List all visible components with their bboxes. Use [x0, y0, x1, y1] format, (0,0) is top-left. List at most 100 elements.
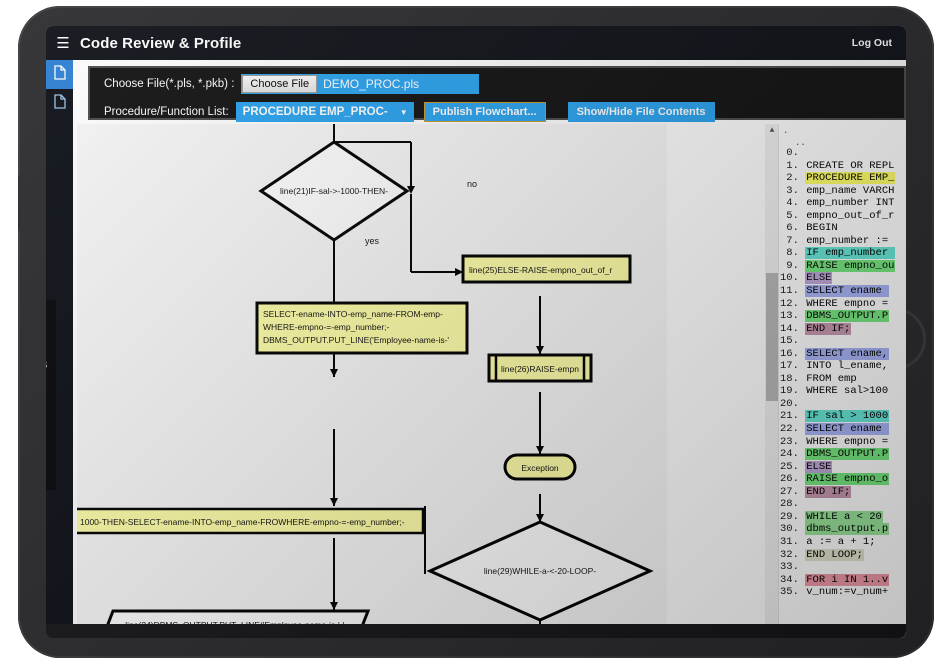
document-icon [53, 64, 66, 85]
code-line[interactable]: 29. WHILE a < 20 [780, 510, 906, 524]
code-line-number: 4. [780, 197, 806, 210]
code-line[interactable]: 30. dbms_output.p [780, 523, 906, 536]
flow-node-decision-while[interactable]: line(29)WHILE-a-<-20-LOOP- [426, 520, 654, 622]
sidebar-edge-artifact: IS [46, 360, 47, 370]
code-line[interactable]: 2. PROCEDURE EMP_ [780, 172, 906, 185]
screen: ☰ Code Review & Profile Log Out [46, 26, 906, 638]
code-line-text [805, 147, 807, 159]
code-line[interactable]: 20. [780, 398, 906, 411]
sidebar-item-document-2[interactable] [46, 89, 73, 118]
code-line[interactable]: 35. v_num:=v_num+ [780, 586, 906, 599]
code-line[interactable]: 12. WHERE empno = [780, 298, 906, 311]
code-line[interactable]: 15. [780, 335, 906, 348]
code-lines[interactable]: 0. 1. CREATE OR REPL 2. PROCEDURE EMP_ 3… [780, 147, 906, 638]
flow-node-predefined-raise[interactable]: line(26)RAISE-empn [487, 353, 593, 383]
code-line[interactable]: 16. SELECT ename, [780, 347, 906, 361]
code-line-number: 32. [780, 548, 806, 561]
flow-node-label-line3: DBMS_OUTPUT.PUT_LINE('Employee-name-is-' [263, 335, 449, 345]
file-input[interactable]: Choose File DEMO_PROC.pls [241, 74, 480, 94]
code-dots-top: . [783, 126, 789, 136]
procedure-select-value: PROCEDURE EMP_PROC- [242, 106, 388, 118]
code-line-text [805, 398, 807, 410]
code-line-number: 8. [780, 247, 806, 260]
flow-node-label: Exception [521, 463, 559, 473]
code-line[interactable]: 6. BEGIN [780, 222, 906, 235]
code-line-text: END IF; [805, 485, 852, 498]
code-line[interactable]: 21. IF sal > 1000 [780, 410, 906, 423]
code-line-number: 11. [780, 285, 806, 298]
code-line[interactable]: 26. RAISE empno_o [780, 473, 906, 486]
code-line[interactable]: 13. DBMS_OUTPUT.P [780, 310, 906, 323]
sidebar: IS [46, 60, 73, 638]
hamburger-icon[interactable]: ☰ [56, 35, 70, 52]
code-line-number: 29. [780, 510, 806, 523]
code-line-number: 21. [780, 410, 806, 423]
flow-node-terminator-exception[interactable]: Exception [503, 453, 577, 481]
flowchart-canvas[interactable]: line(21)IF-sal->-1000-THEN- no yes SELEC… [77, 124, 667, 638]
code-line[interactable]: 3. emp_name VARCH [780, 185, 906, 198]
code-line-text [805, 561, 807, 573]
triangle-up-icon[interactable]: ▲ [769, 126, 775, 135]
code-line[interactable]: 31. a := a + 1; [780, 536, 906, 549]
code-line[interactable]: 8. IF emp_number [780, 247, 906, 260]
code-line-text: IF emp_number [805, 247, 896, 260]
code-line[interactable]: 24. DBMS_OUTPUT.P [780, 448, 906, 461]
code-line-text: RAISE empno_ou [805, 259, 896, 272]
code-line[interactable]: 7. emp_number := [780, 235, 906, 248]
code-line-number: 25. [780, 460, 806, 473]
code-line[interactable]: 5. empno_out_of_r [780, 210, 906, 223]
logout-button[interactable]: Log Out [851, 37, 892, 49]
code-line[interactable]: 10. ELSE [780, 272, 906, 285]
code-scrollbar-thumb[interactable] [766, 273, 778, 401]
toolbar: Choose File(*.pls, *.pkb) : Choose File … [88, 66, 906, 122]
chevron-down-icon: ▼ [399, 107, 408, 117]
code-line[interactable]: 19. WHERE sal>100 [780, 385, 906, 398]
code-line-number: 22. [780, 423, 806, 436]
code-line-text: FROM emp [806, 372, 857, 385]
procedure-select[interactable]: PROCEDURE EMP_PROC- ▼ [235, 102, 414, 122]
flow-node-label: 1000-THEN-SELECT-ename-INTO-emp_name-FRO… [80, 517, 405, 527]
code-line[interactable]: 27. END IF; [780, 485, 906, 499]
code-line-number: 0. [780, 147, 806, 159]
code-line-text: WHERE empno = [806, 435, 889, 448]
sidebar-item-document-1[interactable] [46, 60, 73, 89]
code-line-text: BEGIN [806, 222, 838, 235]
code-line[interactable]: 9. RAISE empno_ou [780, 259, 906, 273]
code-line[interactable]: 23. WHERE empno = [780, 436, 906, 449]
code-line[interactable]: 11. SELECT ename [780, 285, 906, 298]
code-line[interactable]: 22. SELECT ename [780, 423, 906, 436]
code-line-text [805, 498, 807, 510]
code-line[interactable]: 28. [780, 498, 906, 511]
show-hide-file-contents-button[interactable]: Show/Hide File Contents [567, 102, 715, 122]
code-line[interactable]: 33. [780, 561, 906, 574]
code-line-number: 19. [780, 385, 806, 398]
code-line-number: 10. [780, 272, 806, 285]
flow-node-process-long[interactable]: 1000-THEN-SELECT-ename-INTO-emp_name-FRO… [77, 507, 425, 535]
code-scrollbar[interactable] [765, 124, 779, 638]
choose-file-button[interactable]: Choose File [242, 75, 318, 93]
code-line-text: CREATE OR REPL [806, 159, 895, 172]
flow-node-label-line2: WHERE-empno-=-emp_number;- [263, 322, 390, 332]
code-line[interactable]: 25. ELSE [780, 460, 906, 474]
flow-node-process-select[interactable]: SELECT-ename-INTO-emp_name-FROM-emp- WHE… [255, 301, 469, 355]
bottom-strip [46, 624, 906, 638]
power-button[interactable] [18, 174, 30, 232]
code-line[interactable]: 0. [780, 147, 906, 160]
flow-node-process-else-raise[interactable]: line(25)ELSE-RAISE-empno_out_of_r [461, 254, 632, 284]
code-line-text: dbms_output.p [805, 523, 890, 536]
code-line[interactable]: 34. FOR i IN 1..v [780, 573, 906, 587]
code-line-text: empno_out_of_r [806, 209, 895, 222]
code-line[interactable]: 4. emp_number INT [780, 197, 906, 210]
tablet-frame: ☰ Code Review & Profile Log Out [18, 6, 934, 658]
publish-flowchart-button[interactable]: Publish Flowchart... [423, 102, 546, 122]
code-line[interactable]: 14. END IF; [780, 322, 906, 336]
code-line[interactable]: 18. FROM emp [780, 373, 906, 386]
code-line[interactable]: 32. END LOOP; [780, 548, 906, 562]
code-line-text: a := a + 1; [806, 535, 876, 548]
code-line[interactable]: 17. INTO l_ename, [780, 360, 906, 373]
code-line[interactable]: 1. CREATE OR REPL [780, 160, 906, 173]
code-line-number: 23. [780, 435, 806, 448]
file-contents-panel: ▲ . .. 0. 1. CREATE OR REPL 2. PROCEDURE… [667, 124, 906, 638]
flow-node-decision-if-sal[interactable]: line(21)IF-sal->-1000-THEN- [258, 140, 410, 242]
flow-node-label: line(21)IF-sal->-1000-THEN- [280, 186, 388, 196]
